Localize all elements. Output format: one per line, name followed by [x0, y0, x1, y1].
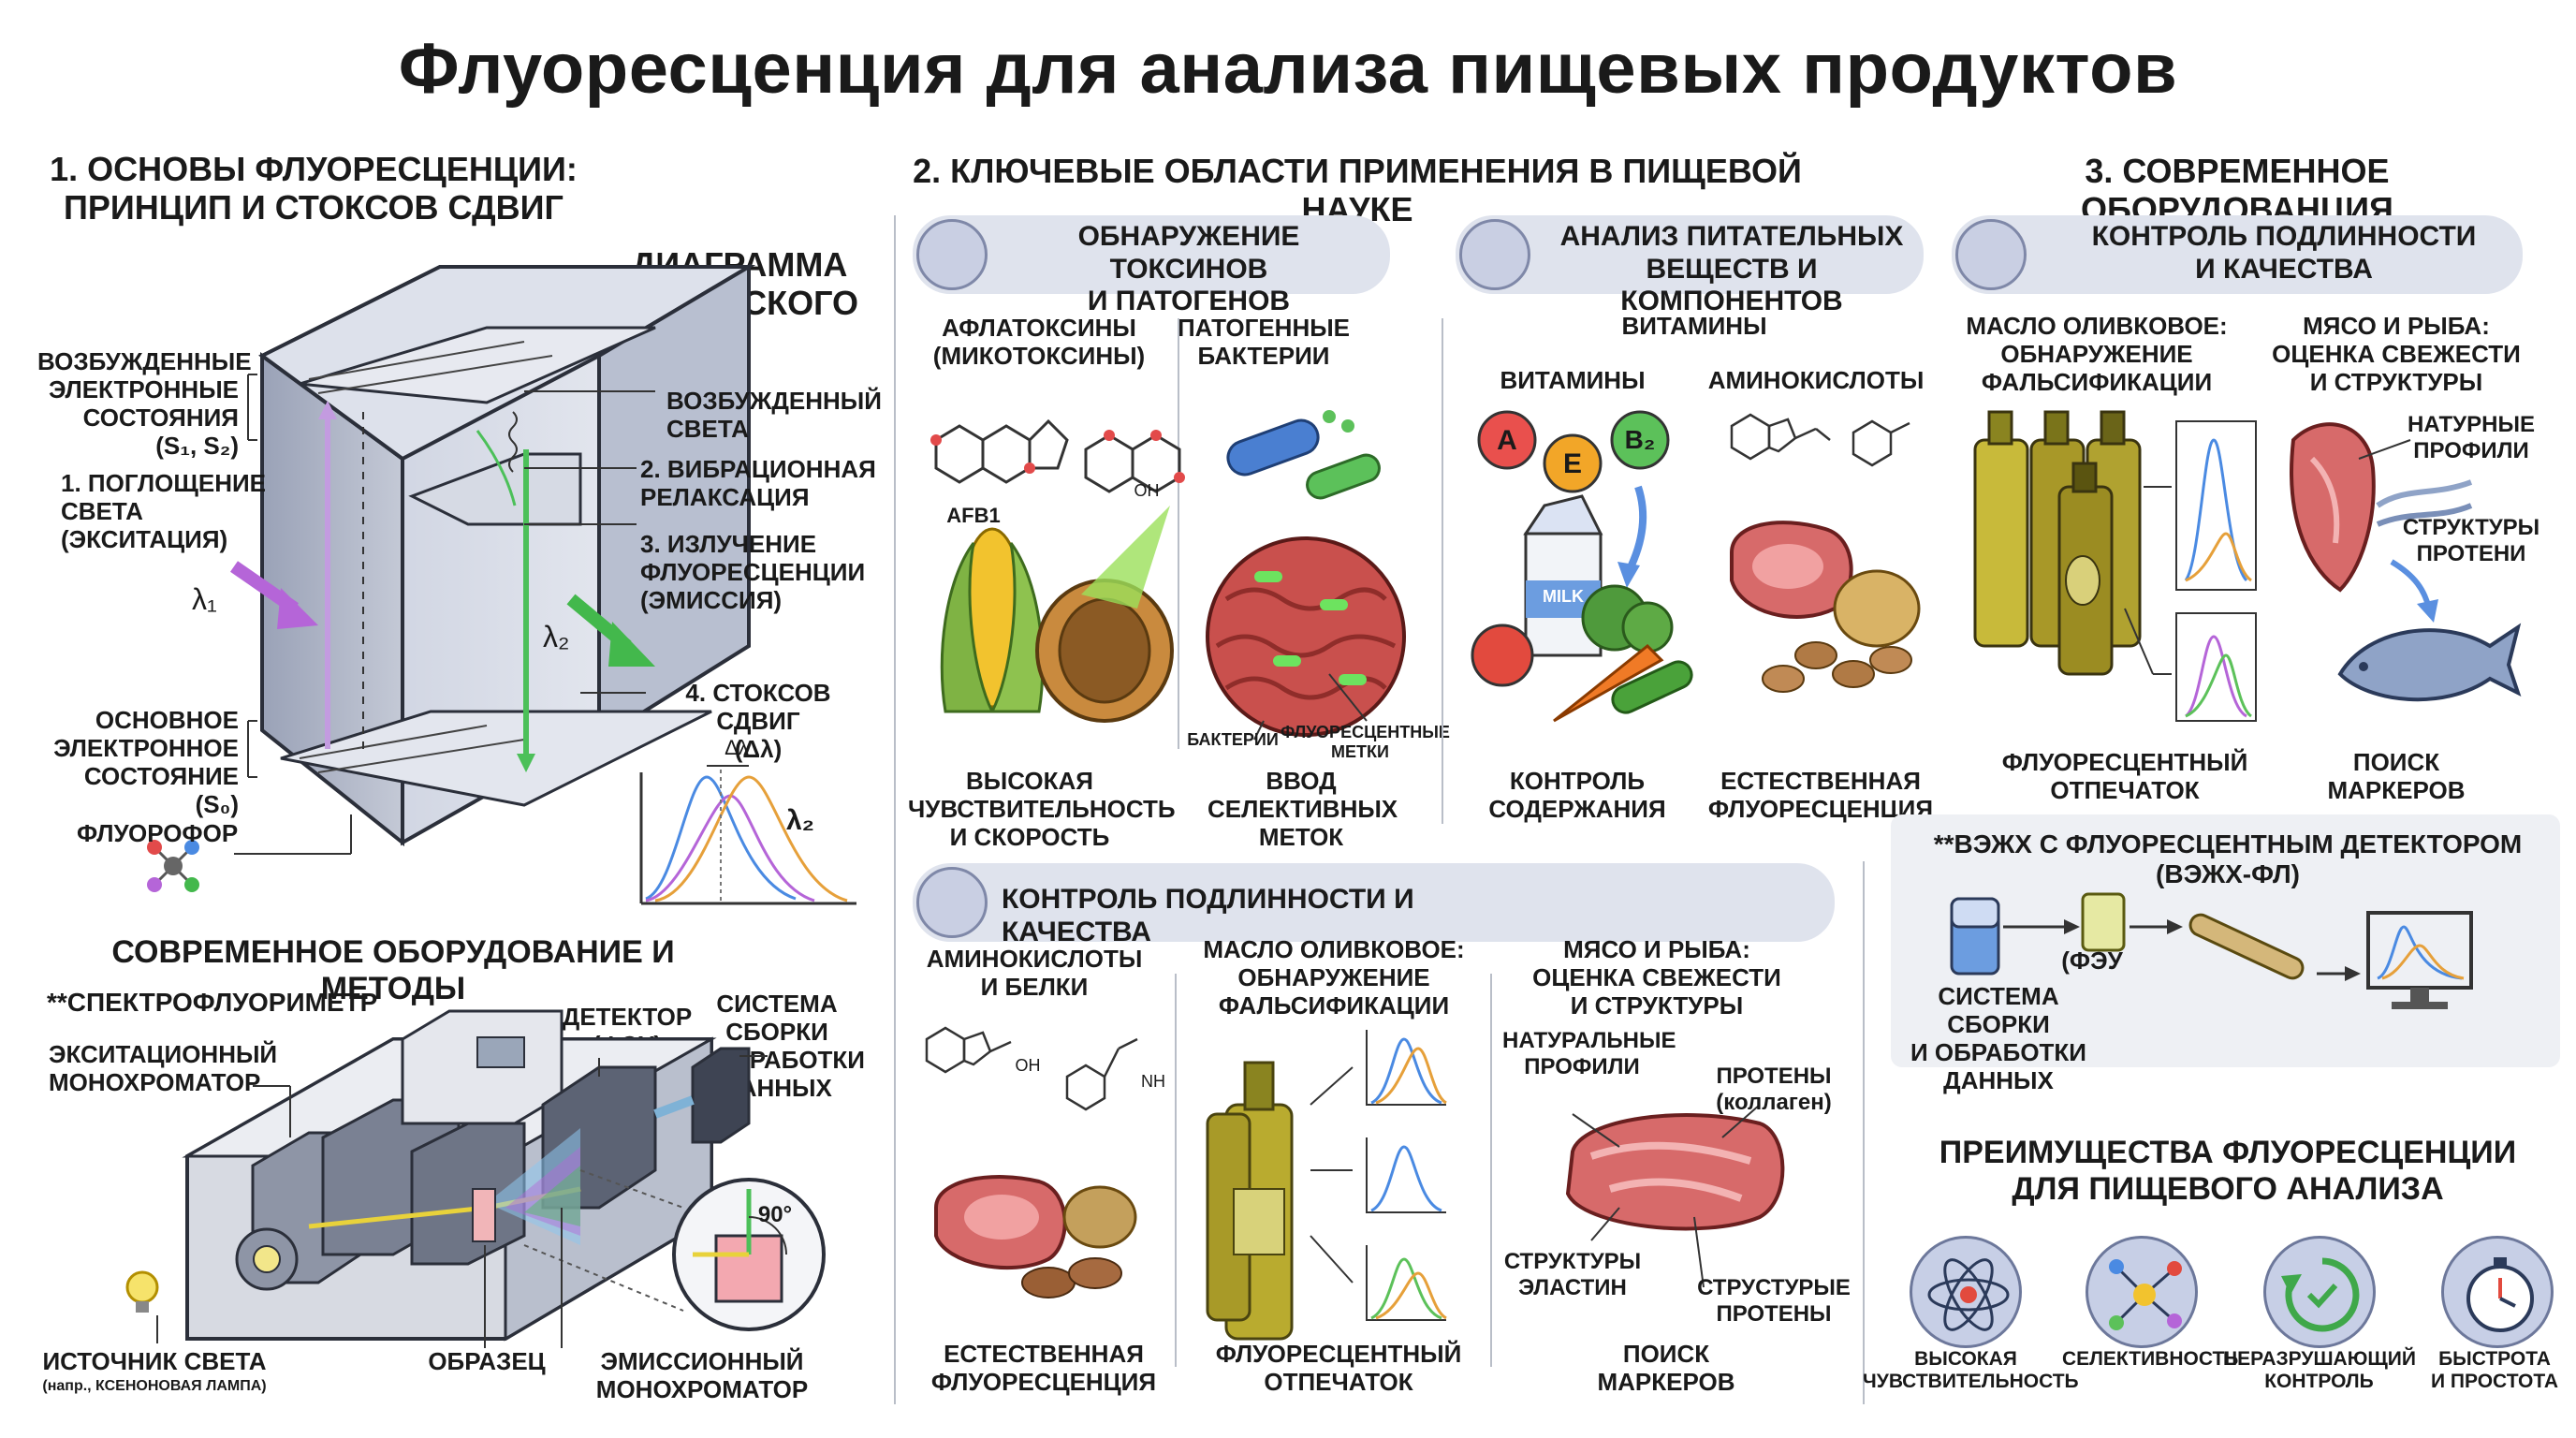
- vitamin-a: A: [1497, 425, 1517, 456]
- divider: [1442, 318, 1443, 824]
- structural-protens-label: СТРУСТУРЫЕ ПРОТЕНЫ: [1697, 1275, 1851, 1327]
- nutrients-banner-text: АНАЛИЗ ПИТАТЕЛЬНЫХ ВЕЩЕСТВ И КОМПОНЕНТОВ: [1559, 221, 1904, 316]
- sample-label: ОБРАЗЕЦ: [428, 1347, 546, 1375]
- recycle-icon: [2263, 1236, 2376, 1348]
- vibrational-label: 2. ВИБРАЦИОННАЯ РЕЛАКСАЦИЯ: [640, 455, 876, 511]
- stopwatch-icon: [2441, 1236, 2554, 1348]
- feu-label: (ФЭУ: [2061, 946, 2123, 975]
- lambda2-label: λ₂: [543, 620, 570, 653]
- divider: [1178, 318, 1179, 749]
- molecule-icon: [916, 867, 988, 938]
- virus-icon: [916, 219, 988, 290]
- authenticity-banner-text: КОНТРОЛЬ ПОДЛИННОСТИ И КАЧЕСТВА: [2091, 221, 2477, 285]
- toxins-banner: ОБНАРУЖЕНИЕ ТОКСИНОВ И ПАТОГЕНОВ: [913, 215, 1390, 316]
- fluorophore-label: ФЛУОРОФОР: [77, 819, 239, 847]
- fingerprint-label: ФЛУОРЕСЦЕНТНЫЙ ОТПЕЧАТОК: [1215, 1340, 1462, 1396]
- milk-label: MILK: [1543, 587, 1584, 606]
- lambda1-label: λ₁: [192, 582, 217, 616]
- s3-data-system-label: СИСТЕМА СБОРКИ И ОБРАБОТКИ ДАННЫХ: [1910, 982, 2086, 1094]
- oh-label: OH: [1134, 481, 1160, 500]
- network-icon: [2086, 1236, 2198, 1348]
- fluorescent-tags-label: ФЛУОРЕСЦЕНТНЫЕ МЕТКИ: [1281, 723, 1450, 761]
- aflatoxins-label: АФЛАТОКСИНЫ (МИКОТОКСИНЫ): [932, 314, 1146, 370]
- emission-monochromator-label: ЭМИССИОННЫЙ МОНОХРОМАТОР: [595, 1347, 809, 1403]
- vitamins-label: ВИТАМИНЫ: [1500, 366, 1646, 394]
- natural-fluorescence-label-2: ЕСТЕСТВЕННАЯ ФЛУОРЕСЦЕНЦИЯ: [930, 1340, 1157, 1396]
- markers-label: ПОИСК МАРКЕРОВ: [1597, 1340, 1735, 1396]
- pathogens-label: ПАТОГЕННЫЕ БАКТЕРИИ: [1177, 314, 1351, 370]
- nh-label: NH: [1141, 1072, 1165, 1091]
- oh-label: OH: [1015, 1056, 1041, 1075]
- natural-profiles-label: НАТУРАЛЬНЫЕ ПРОФИЛИ: [1502, 1028, 1676, 1079]
- spectrofluorimeter-label: **СПЕКТРОФЛУОРИМЕТР: [47, 988, 378, 1017]
- divider: [894, 215, 896, 1404]
- excitation-monochromator-label: ЭКСИТАЦИОННЫЙ МОНОХРОМАТОР: [49, 1040, 278, 1096]
- vitamins-top-label: ВИТАМИНЫ: [1621, 312, 1767, 340]
- section2-heading: 2. КЛЮЧЕВЫЕ ОБЛАСТИ ПРИМЕНЕНИЯ В ПИЩЕВОЙ…: [913, 152, 1802, 229]
- s3-meat-fish-label: МЯСО И РЫБА: ОЦЕНКА СВЕЖЕСТИ И СТРУКТУРЫ: [2272, 312, 2521, 396]
- shield-check-icon: [1955, 219, 2027, 290]
- delta-lambda-label: Δλ: [724, 736, 749, 759]
- emission-label: 3. ИЗЛУЧЕНИЕ ФЛУОРЕСЦЕНЦИИ (ЭМИССИЯ): [640, 530, 866, 614]
- divider: [1175, 974, 1177, 1367]
- selective-tags-label: ВВОД СЕЛЕКТИВНЫХ МЕТОК: [1208, 767, 1398, 851]
- vitamin-b2: B₂: [1624, 425, 1656, 454]
- elastin-label: СТРУКТУРЫ ЭЛАСТИН: [1503, 1249, 1642, 1300]
- excited-light-label: ВОЗБУЖДЕННЫЙ СВЕТА: [666, 387, 882, 443]
- sensitivity-label: ВЫСОКАЯ ЧУВСТВИТЕЛЬНОСТЬ И СКОРОСТЬ: [908, 767, 1176, 851]
- advantage-label: БЫСТРОТА И ПРОСТОТА: [2430, 1348, 2559, 1393]
- divider: [1863, 861, 1865, 1404]
- hplc-heading: **ВЭЖХ С ФЛУОРЕСЦЕНТНЫМ ДЕТЕКТОРОМ (ВЭЖХ…: [1933, 829, 2523, 889]
- divider: [1490, 974, 1492, 1367]
- olive-oil-label: МАСЛО ОЛИВКОВОЕ: ОБНАРУЖЕНИЕ ФАЛЬСИФИКАЦ…: [1203, 935, 1465, 1020]
- advantage-label: СЕЛЕКТИВНОСТЬ: [2062, 1348, 2239, 1370]
- natural-fluorescence-label: ЕСТЕСТВЕННАЯ ФЛУОРЕСЦЕНЦИЯ: [1707, 767, 1934, 823]
- afb1-label: AFB1: [946, 504, 1001, 527]
- s3-natural-profiles-label: НАТУРНЫЕ ПРОФИЛИ: [2408, 412, 2535, 463]
- amino-proteins-label: АМИНОКИСЛОТЫ И БЕЛКИ: [926, 945, 1143, 1001]
- meat-fish-label: МЯСО И РЫБА: ОЦЕНКА СВЕЖЕСТИ И СТРУКТУРЫ: [1532, 935, 1781, 1020]
- absorption-label: 1. ПОГЛОЩЕНИЕ СВЕТА (ЭКСИТАЦИЯ): [61, 469, 267, 553]
- s3-olive-oil-label: МАСЛО ОЛИВКОВОЕ: ОБНАРУЖЕНИЕ ФАЛЬСИФИКАЦ…: [1966, 312, 2228, 396]
- nutrients-banner: АНАЛИЗ ПИТАТЕЛЬНЫХ ВЕЩЕСТВ И КОМПОНЕНТОВ: [1456, 215, 1924, 316]
- ground-state-label: ОСНОВНОЕ ЭЛЕКТРОННОЕ СОСТОЯНИЕ (S₀): [53, 706, 239, 818]
- quality-banner-text: КОНТРОЛЬ ПОДЛИННОСТИ И КАЧЕСТВА: [1002, 884, 1414, 947]
- toxins-banner-text: ОБНАРУЖЕНИЕ ТОКСИНОВ И ПАТОГЕНОВ: [1077, 221, 1300, 316]
- lambda2-plot-label: λ₂: [785, 805, 814, 836]
- stokes-shift-label: 4. СТОКСОВ СДВИГ (Δλ): [685, 679, 831, 763]
- light-source-note: (напр., КСЕНОНОВАЯ ЛАМПА): [42, 1378, 267, 1394]
- content-control-label: КОНТРОЛЬ СОДЕРЖАНИЯ: [1488, 767, 1666, 823]
- s3-markers-label: ПОИСК МАРКЕРОВ: [2327, 748, 2466, 804]
- advantage-label: НЕРАЗРУШАЮЩИЙ КОНТРОЛЬ: [2223, 1348, 2416, 1393]
- layers-icon: [1459, 219, 1530, 290]
- atom-icon: [1910, 1236, 2022, 1348]
- quality-banner: КОНТРОЛЬ ПОДЛИННОСТИ И КАЧЕСТВА: [913, 863, 1835, 947]
- angle-label: 90°: [757, 1202, 793, 1227]
- advantages-heading: ПРЕИМУЩЕСТВА ФЛУОРЕСЦЕНЦИИ ДЛЯ ПИЩЕВОГО …: [1939, 1135, 2517, 1208]
- excited-states-label: ВОЗБУЖДЕННЫЕ ЭЛЕКТРОННЫЕ СОСТОЯНИЯ (S₁, …: [37, 347, 252, 460]
- page-title: Флуоресценция для анализа пищевых продук…: [398, 29, 2178, 109]
- amino-acids-label: АМИНОКИСЛОТЫ: [1707, 366, 1925, 394]
- s3-fingerprint-label: ФЛУОРЕСЦЕНТНЫЙ ОТПЕЧАТОК: [2001, 748, 2248, 804]
- bacteria-label: БАКТЕРИИ: [1187, 730, 1279, 749]
- equipment-heading: СОВРЕМЕННОЕ ОБОРУДОВАНИЕ И МЕТОДЫ: [111, 934, 675, 1007]
- light-source-label: ИСТОЧНИК СВЕТА: [42, 1347, 267, 1375]
- protens-label: ПРОТЕНЫ (коллаген): [1716, 1064, 1832, 1115]
- advantage-label: ВЫСОКАЯ ЧУВСТВИТЕЛЬНОСТЬ: [1863, 1348, 2079, 1393]
- s3-struct-proteins-label: СТРУКТУРЫ ПРОТЕНИ: [2402, 515, 2540, 566]
- authenticity-banner: КОНТРОЛЬ ПОДЛИННОСТИ И КАЧЕСТВА: [1952, 215, 2523, 294]
- vitamin-e: E: [1562, 448, 1582, 479]
- section1-heading: 1. ОСНОВЫ ФЛУОРЕСЦЕНЦИИ: ПРИНЦИП И СТОКС…: [50, 150, 578, 227]
